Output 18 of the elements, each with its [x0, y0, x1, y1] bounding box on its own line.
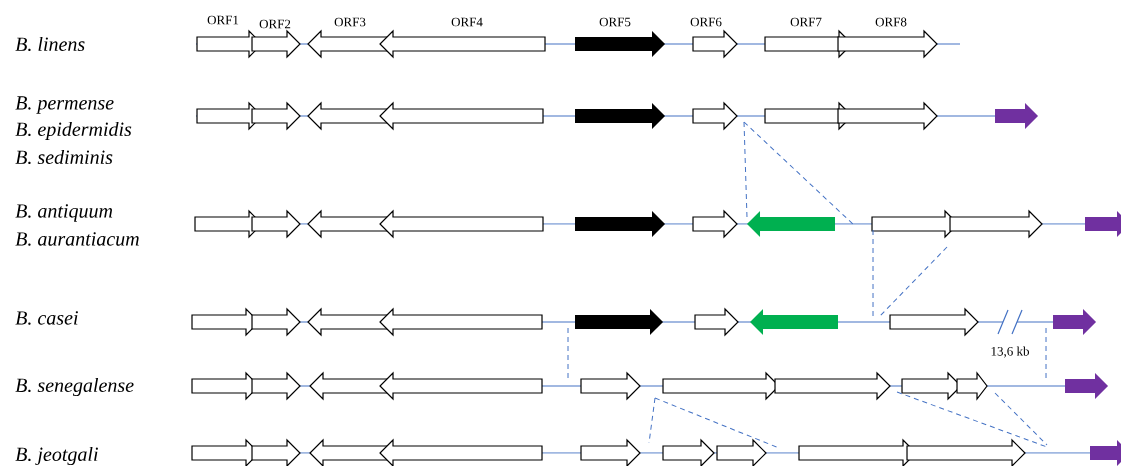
gene-label: ORF8	[875, 17, 907, 27]
gene-label: ORF1	[207, 15, 239, 25]
species-name: B. permense	[15, 96, 114, 114]
species-name: B. aurantiacum	[15, 232, 139, 246]
distance-label: 13,6 kb	[991, 346, 1029, 358]
gene-label: ORF5	[599, 17, 631, 27]
gene-label: ORF6	[690, 17, 722, 27]
gene-label: ORF2	[259, 19, 291, 29]
species-name: B. linens	[15, 36, 85, 52]
gene-label: ORF4	[451, 17, 483, 27]
species-name: B. senegalense	[15, 377, 134, 397]
species-name: B. antiquum	[15, 204, 113, 222]
gene-label: ORF3	[334, 17, 366, 27]
species-name: B. sediminis	[15, 149, 113, 165]
species-name: B. epidermidis	[15, 121, 132, 141]
species-name: B. jeotgali	[15, 446, 98, 466]
gene-label: ORF7	[790, 17, 822, 27]
species-name: B. casei	[15, 311, 78, 325]
